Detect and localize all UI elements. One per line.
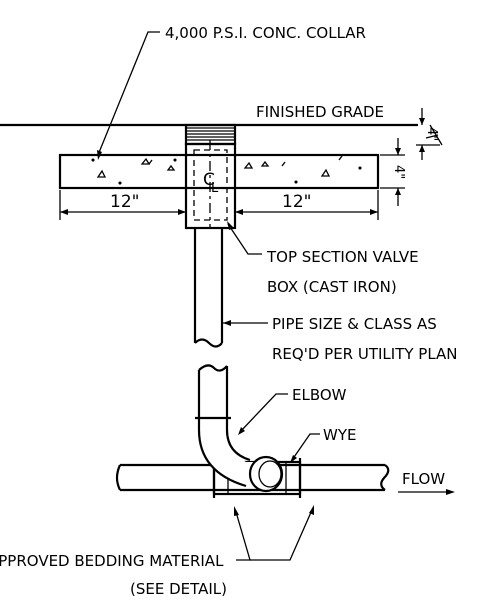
- dimension-right-12in: 12": [234, 190, 379, 220]
- leader-wye: [290, 433, 320, 463]
- centerline-symbol: C L C L: [203, 170, 219, 196]
- svg-text:L: L: [211, 181, 219, 196]
- dimension-left-12in: 12": [59, 190, 187, 220]
- vertical-pipe-upper: [193, 228, 224, 348]
- leader-collar: [97, 31, 160, 160]
- leader-elbow: [238, 393, 288, 435]
- pipe-label-2: REQ'D PER UTILITY PLAN: [272, 345, 458, 363]
- leader-valve-box: [227, 221, 262, 255]
- pipe-label-1: PIPE SIZE & CLASS AS: [272, 315, 437, 333]
- dimension-slab-offset: 4": [380, 138, 406, 206]
- bedding-label-1: APPROVED BEDDING MATERIAL: [0, 552, 224, 570]
- leader-bedding: [234, 505, 314, 561]
- finished-grade-label: FINISHED GRADE: [256, 103, 384, 121]
- dim-right-label: 12": [282, 192, 311, 212]
- svg-text:C: C: [203, 170, 215, 190]
- dimension-box-height: 4": [416, 108, 443, 160]
- leader-pipe: [223, 320, 268, 326]
- vertical-pipe-lower: [197, 364, 229, 418]
- collar-label: 4,000 P.S.I. CONC. COLLAR: [165, 24, 366, 42]
- dim-side-label: 4": [391, 165, 406, 179]
- valve-box: [184, 123, 237, 230]
- elbow-label: ELBOW: [292, 386, 347, 404]
- concrete-collar: [58, 153, 380, 190]
- flow-arrow: [398, 489, 455, 495]
- bedding-label-2: (SEE DETAIL): [130, 580, 227, 598]
- valve-box-label-2: BOX (CAST IRON): [267, 278, 397, 296]
- valve-box-label-1: TOP SECTION VALVE: [266, 248, 419, 266]
- elbow-fitting: [195, 416, 284, 493]
- dim-left-label: 12": [110, 192, 139, 212]
- dim-top-label: 4": [424, 127, 439, 141]
- wye-label: WYE: [323, 426, 356, 444]
- flow-label: FLOW: [402, 470, 445, 488]
